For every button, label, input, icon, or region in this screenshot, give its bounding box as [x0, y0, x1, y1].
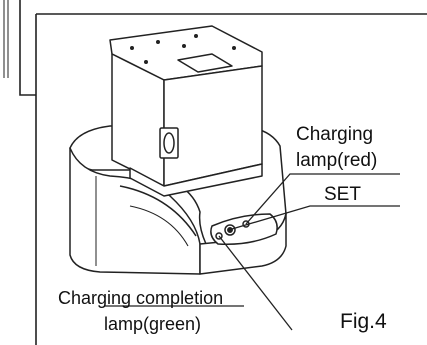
charging-lamp-label-line1: Charging [296, 124, 373, 145]
battery-pack [109, 25, 263, 197]
leader-lines [104, 173, 400, 331]
figure-number: Fig.4 [340, 310, 387, 333]
figure-frame [3, 0, 427, 345]
completion-lamp-label-line1: Charging completion [58, 288, 223, 308]
completion-lamp-label-line2: lamp(green) [104, 314, 201, 334]
set-label: SET [324, 184, 361, 205]
charging-lamp-label-line2: lamp(red) [296, 150, 377, 171]
